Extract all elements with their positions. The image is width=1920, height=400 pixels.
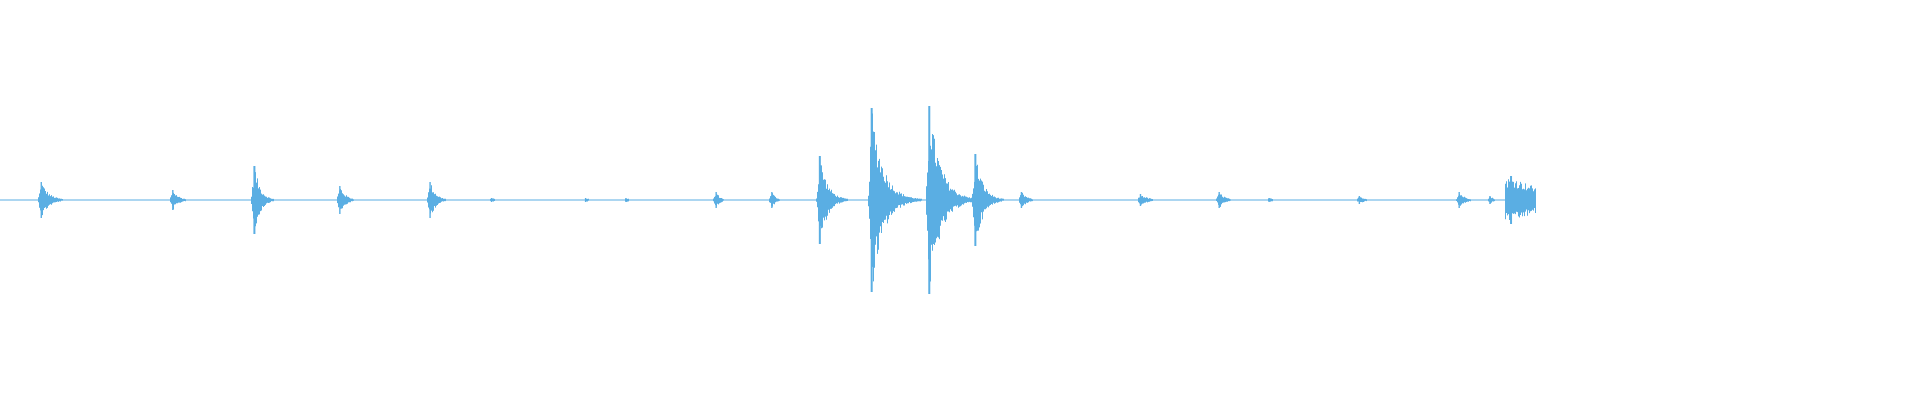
waveform-signal <box>38 113 1536 282</box>
